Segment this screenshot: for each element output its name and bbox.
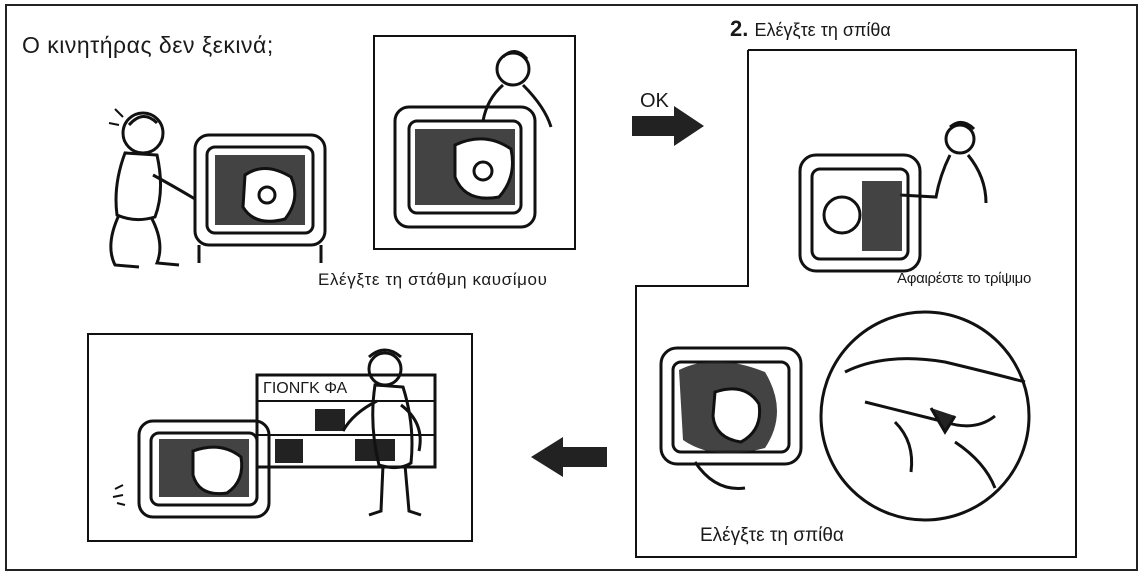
check-spark-caption: Ελέγξτε τη σπίθα bbox=[700, 525, 844, 546]
dealer-scene-illustration bbox=[112, 348, 437, 519]
troubleshoot-title: Ο κινητήρας δεν ξεκινά; bbox=[22, 32, 274, 58]
step2-label: Ελέγξτε τη σπίθα bbox=[754, 20, 891, 40]
left-arrow-icon bbox=[531, 437, 607, 477]
dealer-panel: ΓΙΟΝΓΚ ΦΑ bbox=[87, 333, 473, 542]
right-arrow-icon bbox=[632, 106, 704, 146]
dealer-sign: ΓΙΟΝΓΚ ΦΑ bbox=[261, 380, 350, 398]
ok-label: OK bbox=[640, 90, 669, 112]
step2-header: 2. Ελέγξτε τη σπίθα bbox=[730, 16, 891, 42]
outer-frame bbox=[5, 4, 1138, 571]
fuel-check-illustration bbox=[393, 50, 553, 229]
remove-plug-illustration bbox=[798, 121, 988, 273]
fuel-check-panel bbox=[373, 35, 576, 250]
frustrated-user-illustration bbox=[108, 108, 327, 269]
spark-test-illustration bbox=[659, 310, 1031, 522]
remove-plug-caption: Αφαιρέστε το τρίψιμο bbox=[897, 270, 1032, 287]
step2-number: 2. bbox=[730, 16, 749, 41]
check-fuel-caption: Ελέγξτε τη στάθμη καυσίμου bbox=[318, 270, 548, 289]
